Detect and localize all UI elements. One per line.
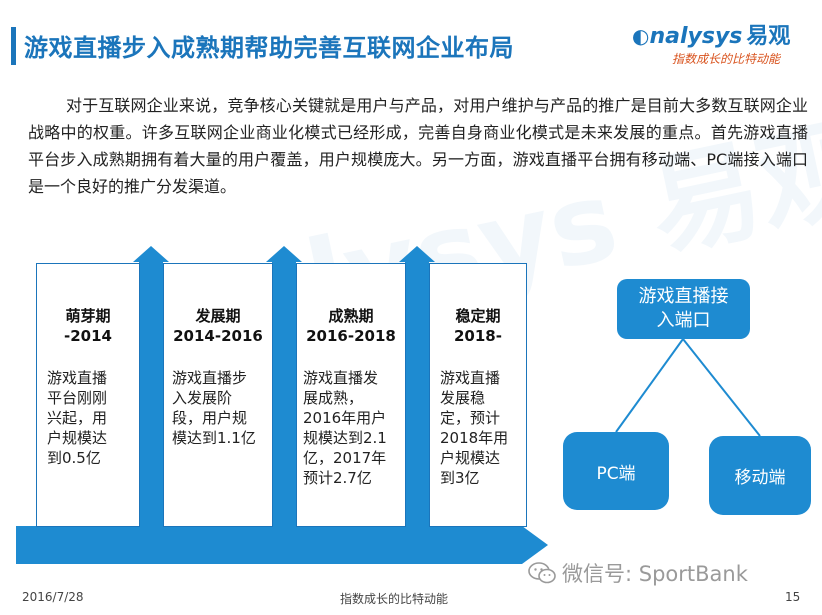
stage-box-2: 发展期 2014-2016 游戏直播步 入发展阶 段，用户规 模达到1.1亿 bbox=[163, 263, 273, 527]
node-pc: PC端 bbox=[563, 432, 669, 510]
timeline-pillar bbox=[399, 246, 435, 526]
stage-desc: 游戏直播 发展稳 定，预计 2018年用 户规模达 到3亿 bbox=[440, 369, 509, 487]
page-number: 15 bbox=[785, 590, 801, 604]
node-access-port: 游戏直播接 入端口 bbox=[617, 279, 750, 339]
connector-left bbox=[615, 338, 684, 433]
timeline-pillar bbox=[266, 246, 302, 526]
stage-box-4: 稳定期 2018- 游戏直播 发展稳 定，预计 2018年用 户规模达 到3亿 bbox=[429, 263, 527, 527]
stage-title: 萌芽期 -2014 bbox=[64, 307, 112, 345]
stage-title: 发展期 2014-2016 bbox=[173, 307, 263, 345]
stage-desc: 游戏直播发 展成熟， 2016年用户 规模达到2.1 亿，2017年 预计2.7… bbox=[303, 369, 387, 487]
footer-slogan: 指数成长的比特动能 bbox=[340, 592, 449, 606]
wechat-watermark: 微信号: SportBank bbox=[528, 558, 748, 588]
footer-date: 2016/7/28 bbox=[22, 590, 84, 604]
connector-right bbox=[682, 338, 761, 437]
logo-cn: 易观 bbox=[746, 24, 791, 49]
wechat-id: 微信号: SportBank bbox=[562, 562, 748, 586]
stage-box-1: 萌芽期 -2014 游戏直播 平台刚刚 兴起，用 户规模达 到0.5亿 bbox=[36, 263, 140, 527]
stage-desc: 游戏直播 平台刚刚 兴起，用 户规模达 到0.5亿 bbox=[47, 369, 108, 467]
logo-swoosh-icon: ◐ bbox=[632, 24, 650, 48]
wechat-icon bbox=[528, 562, 556, 584]
logo-tagline: 指数成长的比特动能 bbox=[672, 52, 781, 66]
stage-title: 成熟期 2016-2018 bbox=[306, 307, 396, 345]
stage-title: 稳定期 2018- bbox=[454, 307, 502, 345]
timeline-pillar bbox=[133, 246, 169, 526]
stage-desc: 游戏直播步 入发展阶 段，用户规 模达到1.1亿 bbox=[172, 369, 256, 447]
stage-box-3: 成熟期 2016-2018 游戏直播发 展成熟， 2016年用户 规模达到2.1… bbox=[296, 263, 406, 527]
intro-paragraph: 对于互联网企业来说，竞争核心关键就是用户与产品，对用户维护与产品的推广是目前大多… bbox=[28, 96, 808, 196]
node-mobile: 移动端 bbox=[709, 436, 811, 515]
title-accent-bar bbox=[11, 27, 16, 65]
logo-latin: nalysys bbox=[649, 24, 743, 49]
page-title: 游戏直播步入成熟期帮助完善互联网企业布局 bbox=[24, 34, 514, 62]
timeline-base-arrow bbox=[16, 526, 548, 564]
